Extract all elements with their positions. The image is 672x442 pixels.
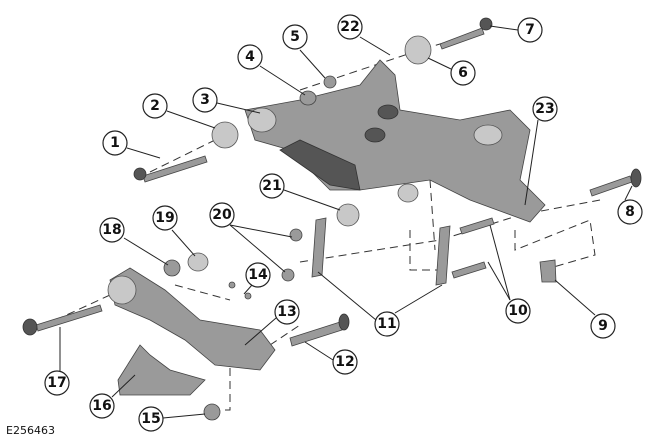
svg-text:21: 21 xyxy=(262,178,281,194)
upper-control-arm xyxy=(244,59,546,223)
callout-21: 21 xyxy=(259,173,285,199)
svg-text:19: 19 xyxy=(155,210,174,226)
svg-text:1: 1 xyxy=(110,135,120,151)
svg-text:17: 17 xyxy=(47,375,66,391)
svg-text:22: 22 xyxy=(340,19,359,35)
callout-6: 6 xyxy=(450,60,476,86)
callout-15: 15 xyxy=(138,406,164,432)
lower-control-arm xyxy=(107,267,276,396)
svg-text:2: 2 xyxy=(150,98,160,114)
svg-text:14: 14 xyxy=(248,267,268,283)
callout-12: 12 xyxy=(332,349,358,375)
callout-19: 19 xyxy=(152,205,178,231)
svg-text:12: 12 xyxy=(335,354,354,370)
callout-20: 20 xyxy=(209,202,235,228)
svg-text:16: 16 xyxy=(92,398,111,414)
svg-text:20: 20 xyxy=(212,207,232,223)
parts xyxy=(22,17,642,421)
svg-text:9: 9 xyxy=(598,318,608,334)
svg-text:13: 13 xyxy=(277,304,296,320)
svg-text:6: 6 xyxy=(458,65,468,81)
svg-text:23: 23 xyxy=(535,101,554,117)
callout-5: 5 xyxy=(282,24,308,50)
callout-9: 9 xyxy=(590,313,616,339)
callout-11: 11 xyxy=(374,311,400,337)
svg-text:18: 18 xyxy=(102,222,121,238)
svg-text:5: 5 xyxy=(290,29,300,45)
figure-reference-code: E256463 xyxy=(6,424,55,437)
callout-2: 2 xyxy=(142,93,168,119)
callout-18: 18 xyxy=(99,217,125,243)
callout-16: 16 xyxy=(89,393,115,419)
callout-3: 3 xyxy=(192,87,218,113)
callout-17: 17 xyxy=(44,370,70,396)
svg-text:7: 7 xyxy=(525,22,535,38)
svg-text:4: 4 xyxy=(245,49,255,65)
callout-8: 8 xyxy=(617,199,643,225)
svg-text:10: 10 xyxy=(508,303,528,319)
callout-14: 14 xyxy=(245,262,271,288)
svg-text:15: 15 xyxy=(141,411,160,427)
callout-7: 7 xyxy=(517,17,543,43)
callout-13: 13 xyxy=(274,299,300,325)
callout-10: 10 xyxy=(505,298,531,324)
callout-4: 4 xyxy=(237,44,263,70)
callout-1: 1 xyxy=(102,130,128,156)
svg-text:3: 3 xyxy=(200,92,210,108)
callout-23: 23 xyxy=(532,96,558,122)
svg-text:8: 8 xyxy=(625,204,635,220)
svg-text:11: 11 xyxy=(377,316,396,332)
leader-lines xyxy=(59,25,633,419)
callout-22: 22 xyxy=(337,14,363,40)
